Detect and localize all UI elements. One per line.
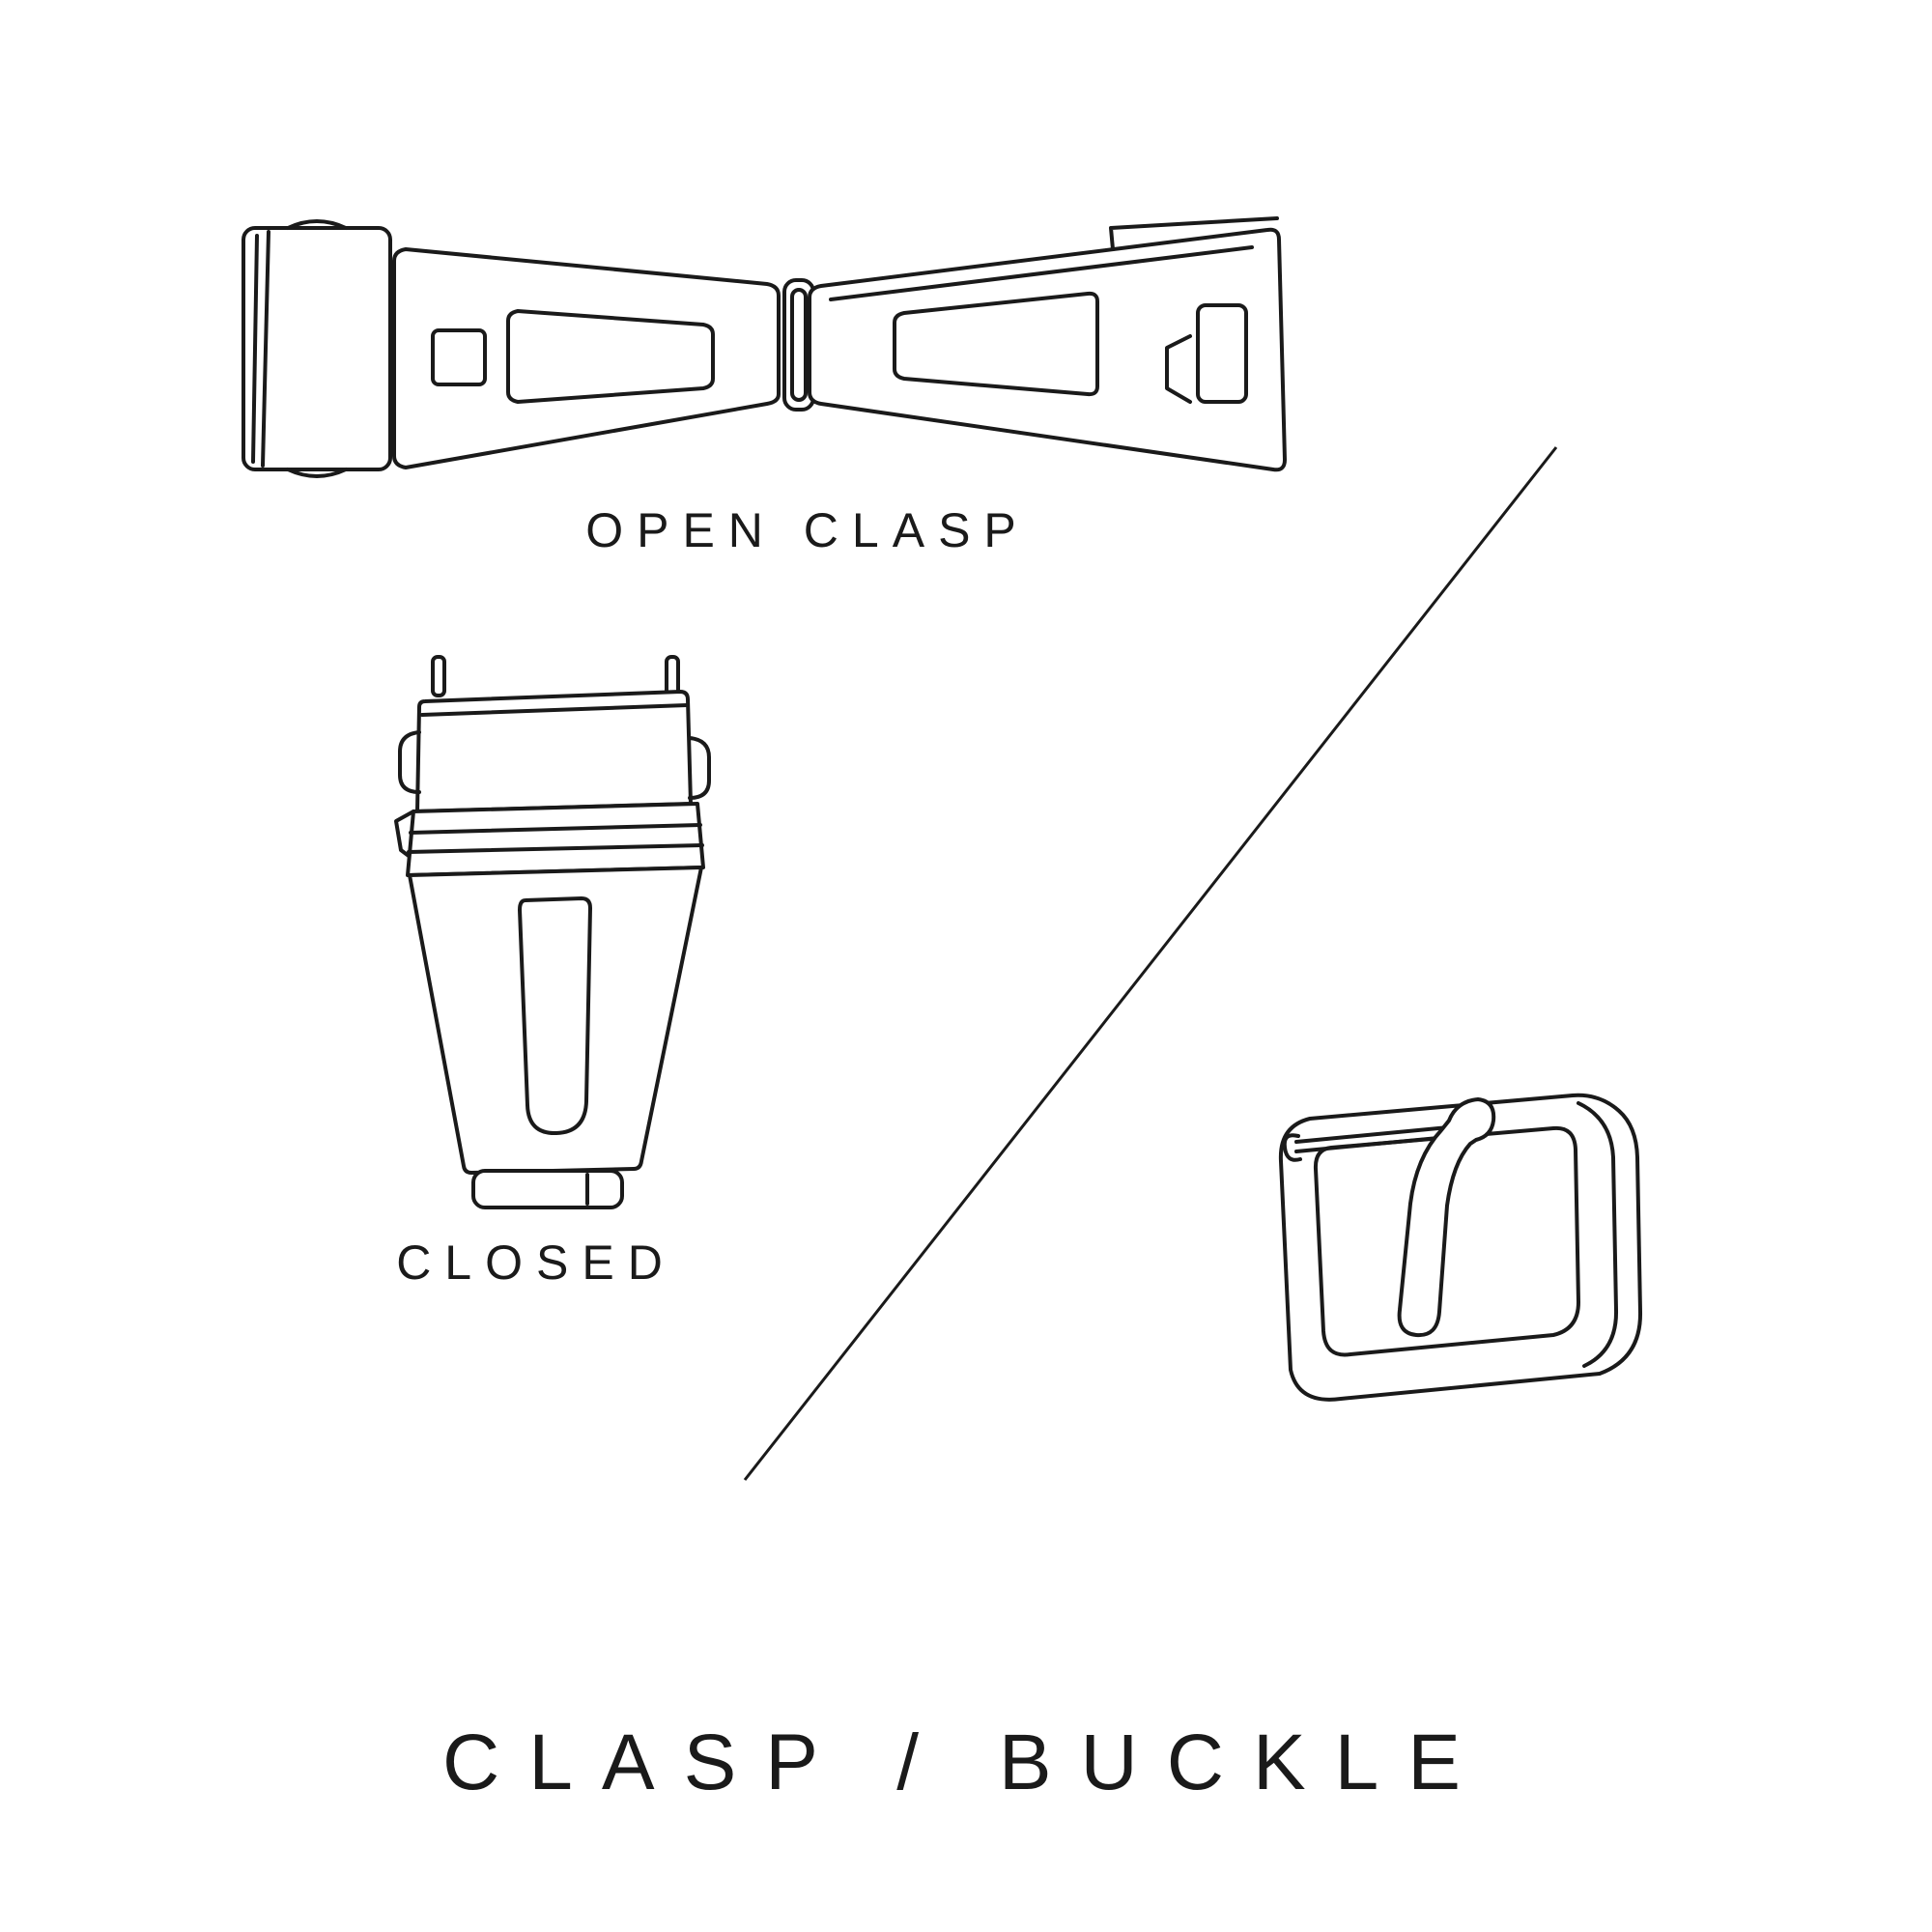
- open-clasp-caption: OPEN CLASP: [585, 503, 1030, 557]
- open-clasp-illustration: [228, 193, 1310, 493]
- tang-buckle-illustration: [1235, 1080, 1660, 1428]
- closed-clasp-icon: [394, 655, 711, 1209]
- page-title: CLASP / BUCKLE: [442, 1719, 1490, 1806]
- closed-clasp-caption: CLOSED: [396, 1236, 676, 1290]
- tang-buckle-icon: [1278, 1093, 1643, 1402]
- closed-clasp-illustration: [379, 649, 726, 1229]
- open-clasp-icon: [242, 216, 1287, 478]
